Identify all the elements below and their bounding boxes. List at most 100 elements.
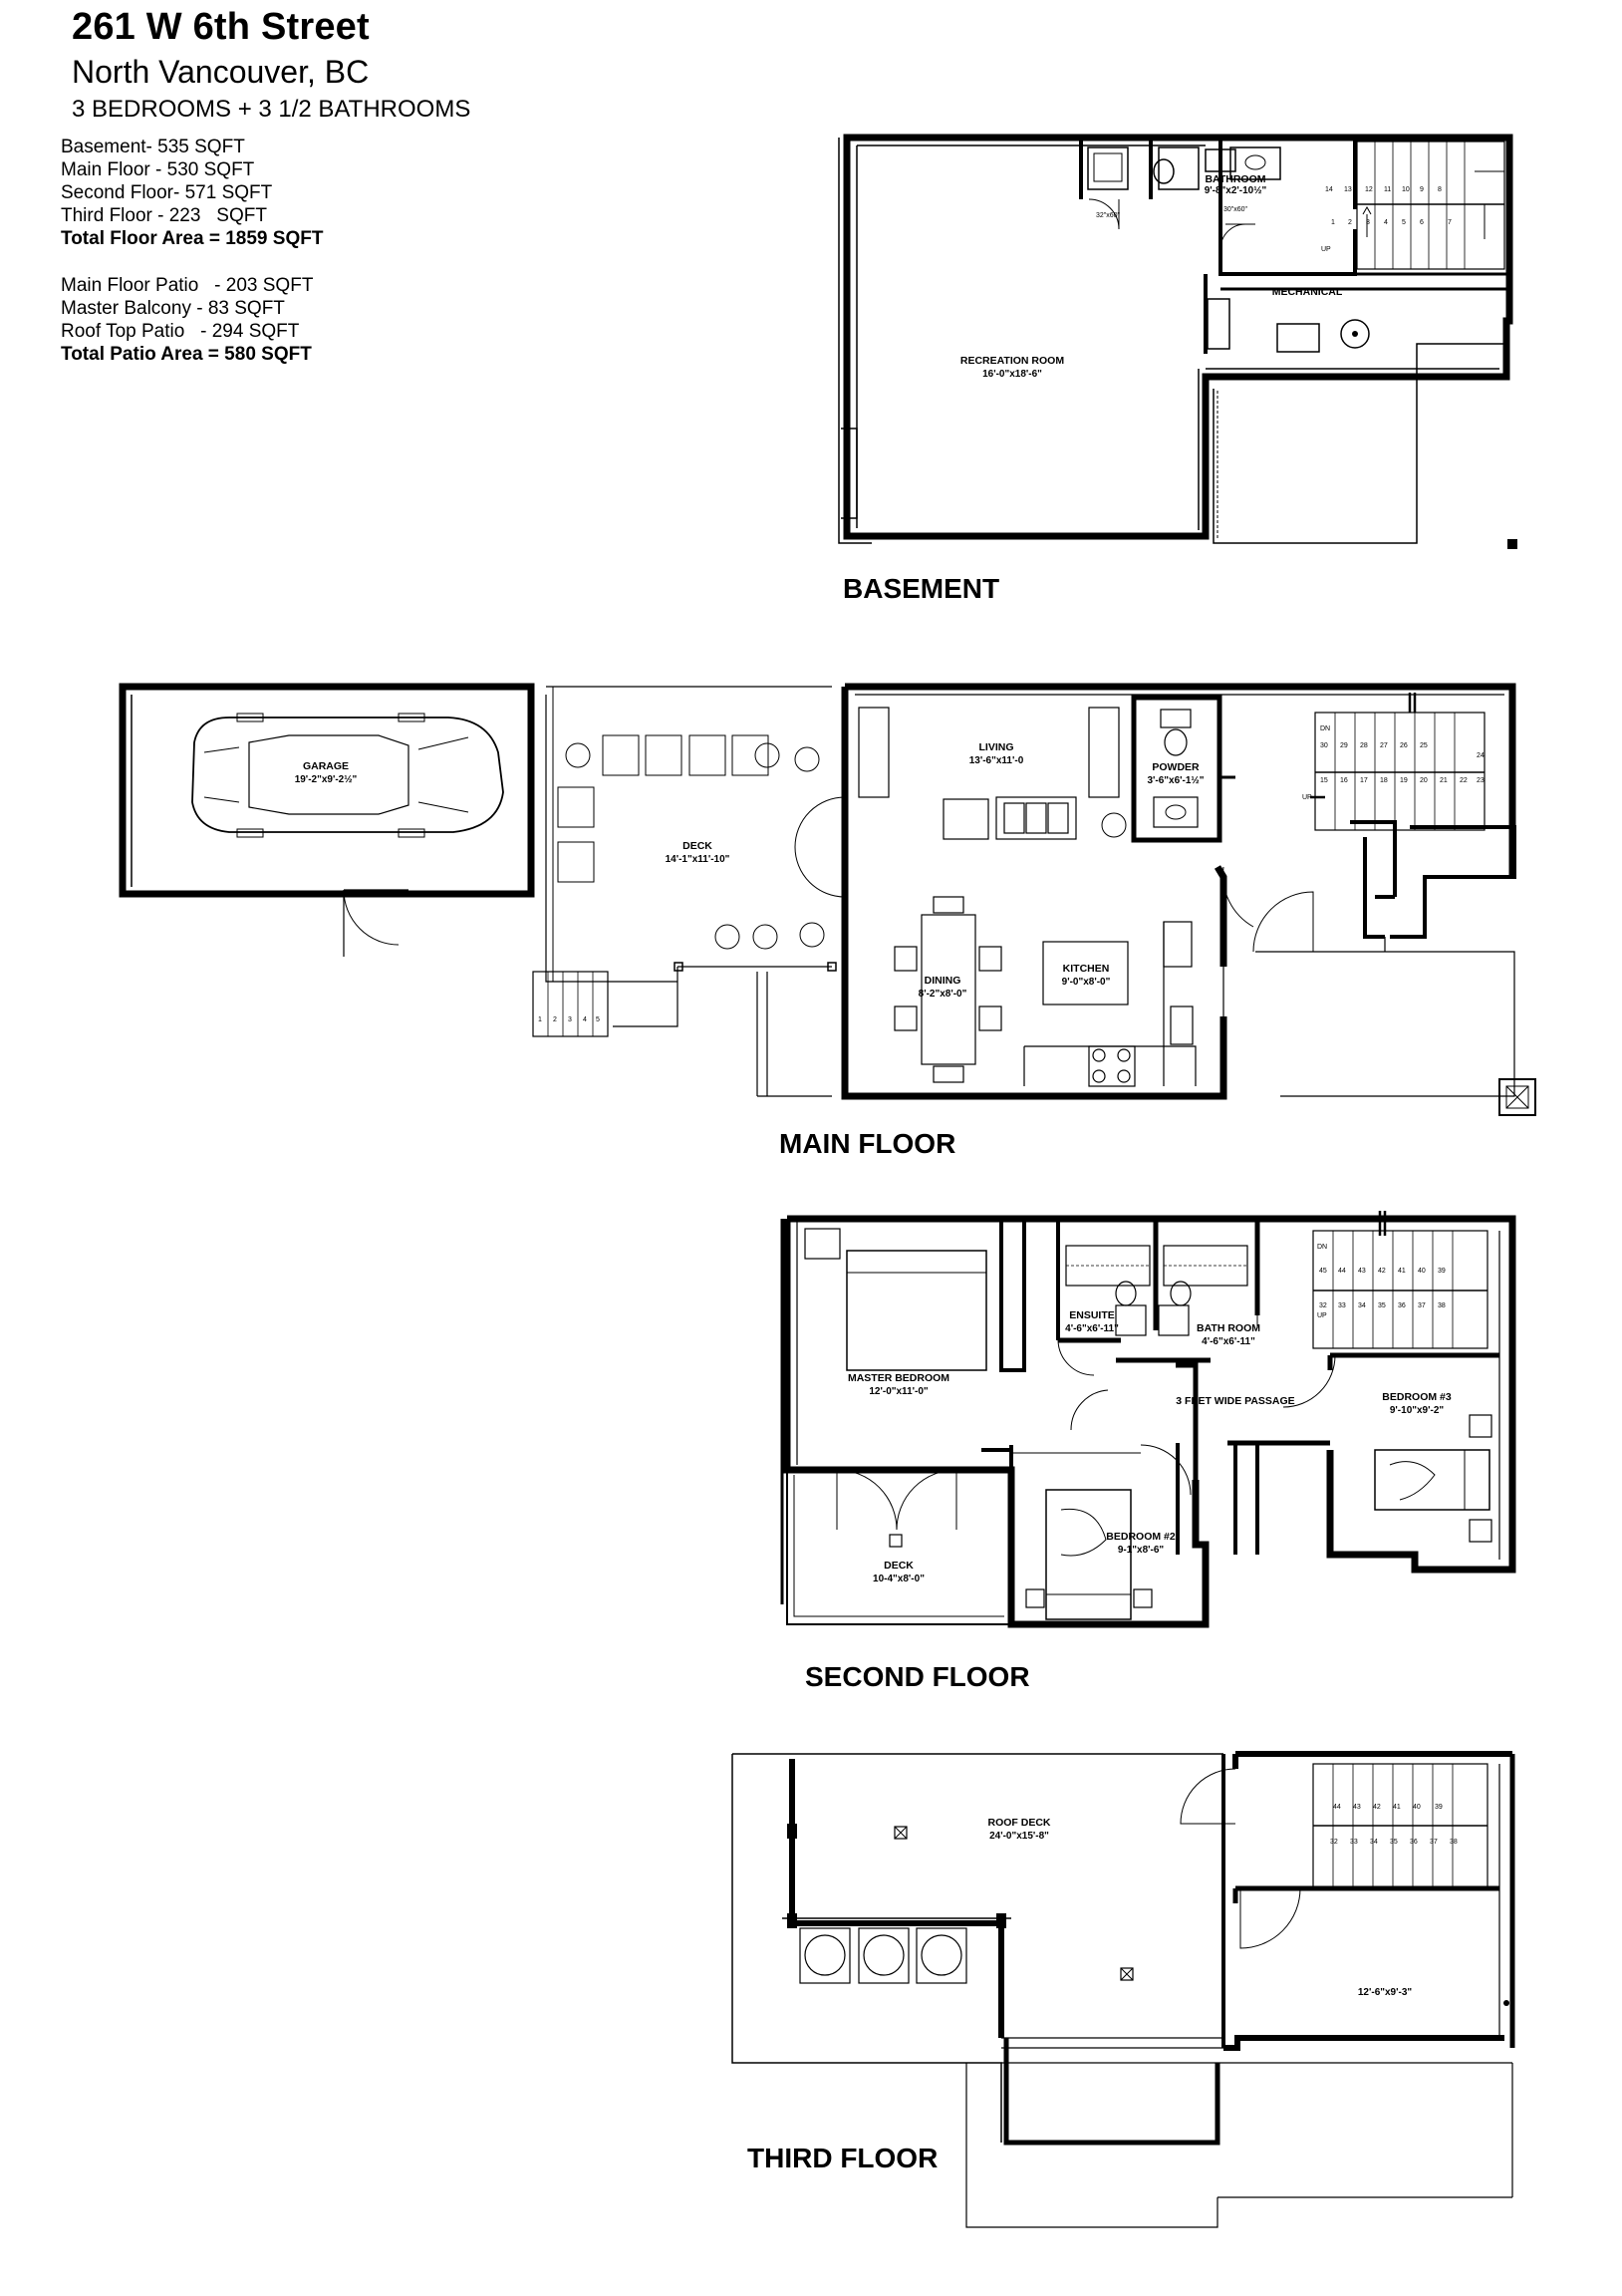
stair-step-number: 40 [1418, 1268, 1426, 1275]
address-title: 261 W 6th Street [72, 6, 370, 48]
powder-dim: 3'-6"x6'-1½" [1147, 775, 1204, 786]
bedroom-3-label: BEDROOM #3 [1382, 1391, 1452, 1403]
powder-label: POWDER [1152, 761, 1200, 773]
main-deck-dim: 14'-1"x11'-10" [666, 854, 730, 865]
second-stair-dn: DN [1317, 1244, 1327, 1251]
stair-step-number: 41 [1393, 1804, 1401, 1811]
stair-step-number: 38 [1438, 1302, 1446, 1309]
stair-step-number: 36 [1410, 1839, 1418, 1846]
area-main-floor: Main Floor - 530 SQFT [61, 159, 255, 180]
plant-icons [565, 742, 1127, 950]
roof-deck-label: ROOF DECK [988, 1817, 1051, 1829]
dining-dim: 8'-2"x8'-0" [919, 989, 967, 1000]
roof-deck-dim: 24'-0"x15'-8" [989, 1831, 1049, 1842]
stair-step-number: 23 [1477, 777, 1485, 784]
stair-step-number: 35 [1378, 1302, 1386, 1309]
stair-step-number: 11 [1384, 186, 1391, 193]
area-third-floor: Third Floor - 223 SQFT [61, 205, 267, 226]
stair-step-number: 32 [1330, 1839, 1338, 1846]
main-deck-label: DECK [682, 840, 712, 852]
stair-step-number: 4 [1384, 219, 1388, 226]
basement-stair-up: UP [1321, 246, 1331, 253]
stair-step-number: 37 [1418, 1302, 1426, 1309]
area-master-balcony: Master Balcony - 83 SQFT [61, 298, 285, 319]
stair-step-number: 20 [1420, 777, 1428, 784]
stair-step-number: 38 [1450, 1839, 1458, 1846]
bedroom-3-dim: 9'-10"x9'-2" [1390, 1405, 1445, 1416]
stair-step-number: 9 [1420, 186, 1424, 193]
shower-size-b: 30"x60" [1223, 206, 1248, 213]
stair-step-number: 10 [1402, 186, 1410, 193]
stair-step-number: 33 [1338, 1302, 1346, 1309]
stair-step-number: 43 [1358, 1268, 1366, 1275]
main-floor-title: MAIN FLOOR [779, 1128, 955, 1159]
garage-dim: 19'-2"x9'-2½" [295, 774, 358, 785]
area-summary: Basement- 535 SQFT Main Floor - 530 SQFT… [61, 136, 323, 366]
stair-step-number: 28 [1360, 742, 1368, 749]
recreation-room-label: RECREATION ROOM [960, 355, 1064, 367]
stair-step-number: 4 [583, 1016, 587, 1023]
stair-step-number: 7 [1448, 219, 1452, 226]
city-subtitle: North Vancouver, BC [72, 54, 370, 90]
main-floor-plan [119, 683, 1536, 1116]
stair-step-number: 1 [538, 1016, 542, 1023]
kitchen-dim: 9'-0"x8'-0" [1062, 977, 1111, 988]
third-room-dim: 12'-6"x9'-3" [1358, 1987, 1413, 1998]
stair-step-number: 2 [553, 1016, 557, 1023]
stair-step-number: 6 [1420, 219, 1424, 226]
stair-step-number: 34 [1358, 1302, 1366, 1309]
stair-step-number: 41 [1398, 1268, 1406, 1275]
third-floor-plan [731, 1751, 1515, 2228]
bath-room-label: BATH ROOM [1197, 1322, 1260, 1334]
stair-step-number: 32 [1319, 1302, 1327, 1309]
planter-icons [799, 1927, 967, 1984]
stair-step-number: 1 [1331, 219, 1335, 226]
stair-step-number: 39 [1438, 1268, 1446, 1275]
stair-step-number: 18 [1380, 777, 1388, 784]
dining-label: DINING [925, 975, 961, 987]
stair-step-number: 30 [1320, 742, 1328, 749]
stair-step-number: 12 [1365, 186, 1373, 193]
basement-bathroom-dim: 9'-8"x2'-10½" [1205, 185, 1267, 196]
stair-step-number: 5 [1402, 219, 1406, 226]
stair-step-number: 42 [1378, 1268, 1386, 1275]
bedroom-bathroom-summary: 3 BEDROOMS + 3 1/2 BATHROOMS [72, 96, 471, 123]
bath-room-dim: 4'-6"x6'-11" [1202, 1336, 1255, 1347]
stair-step-number: 27 [1380, 742, 1388, 749]
car-icon [191, 713, 504, 838]
stair-step-number: 45 [1319, 1268, 1327, 1275]
stair-step-number: 13 [1344, 186, 1352, 193]
stair-step-number: 21 [1440, 777, 1448, 784]
stair-step-number: 19 [1400, 777, 1408, 784]
stair-step-number: 17 [1360, 777, 1368, 784]
basement-bathroom-label: BATHROOM [1205, 173, 1265, 185]
mechanical-label: MECHANICAL [1272, 286, 1343, 298]
total-patio-area: Total Patio Area = 580 SQFT [61, 344, 312, 365]
basement-plan [838, 134, 1517, 549]
living-label: LIVING [978, 741, 1013, 753]
stair-step-number: 34 [1370, 1839, 1378, 1846]
stair-step-number: 44 [1333, 1804, 1341, 1811]
kitchen-label: KITCHEN [1063, 963, 1110, 975]
garage-label: GARAGE [303, 760, 349, 772]
area-second-floor: Second Floor- 571 SQFT [61, 182, 273, 203]
stair-step-number: 15 [1320, 777, 1328, 784]
stair-step-number: 24 [1477, 752, 1485, 759]
stair-step-number: 43 [1353, 1804, 1361, 1811]
second-stair-up: UP [1317, 1312, 1327, 1319]
total-floor-area: Total Floor Area = 1859 SQFT [61, 228, 324, 249]
main-stair-up: UP [1302, 794, 1312, 801]
passage-label: 3 FEET WIDE PASSAGE [1176, 1395, 1294, 1407]
living-dim: 13'-6"x11'-0 [969, 755, 1024, 766]
recreation-room-dim: 16'-0"x18'-6" [982, 369, 1042, 380]
second-deck-label: DECK [884, 1560, 914, 1572]
third-floor-title: THIRD FLOOR [747, 2143, 938, 2173]
area-main-floor-patio: Main Floor Patio - 203 SQFT [61, 275, 314, 296]
stair-step-number: 44 [1338, 1268, 1346, 1275]
stair-step-number: 25 [1420, 742, 1428, 749]
master-bedroom-label: MASTER BEDROOM [848, 1372, 949, 1384]
stair-step-number: 2 [1348, 219, 1352, 226]
stair-step-number: 26 [1400, 742, 1408, 749]
